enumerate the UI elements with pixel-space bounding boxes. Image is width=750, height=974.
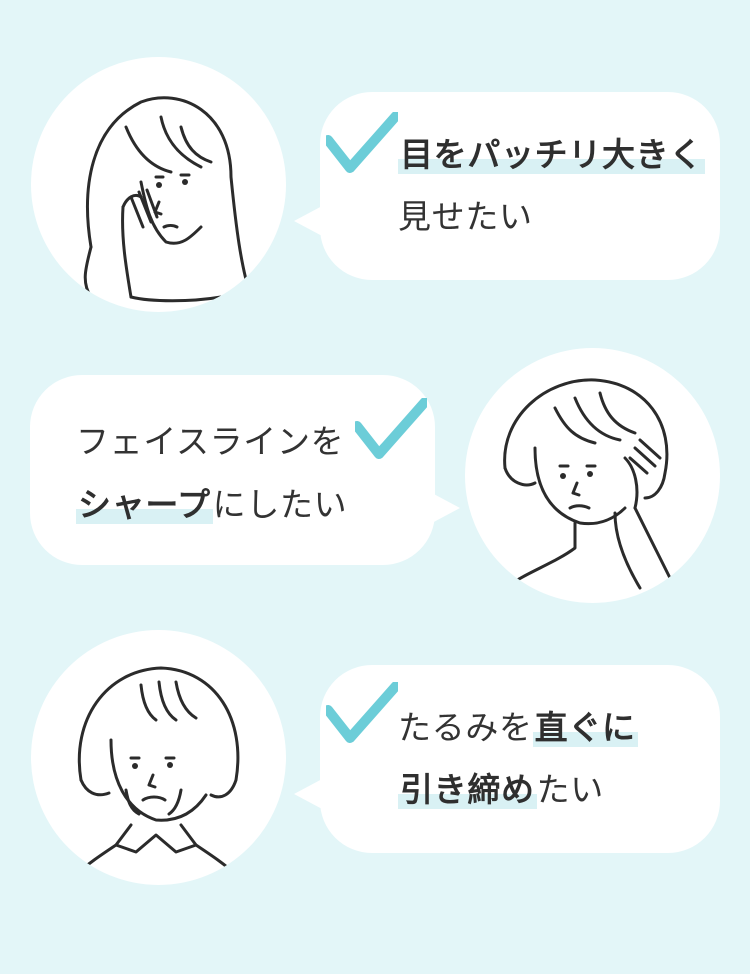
concern-text-highlight: シャープ xyxy=(76,485,213,524)
concern-text-line2: 見せたい xyxy=(398,197,533,237)
check-icon xyxy=(326,682,398,743)
avatar-circle xyxy=(31,57,286,312)
woman-touching-jaw-icon xyxy=(503,378,677,590)
concern-text-line1: フェイスラインを xyxy=(76,422,344,462)
concern-text-line2: シャープにしたい xyxy=(76,485,347,525)
concern-text-plain: フェイスラインを xyxy=(76,422,345,461)
check-icon xyxy=(326,112,398,173)
concern-text-line2: 引き締めたい xyxy=(398,770,604,810)
concern-item-eyes: 目をパッチリ大きく 見せたい xyxy=(0,0,750,320)
concern-text-plain: たい xyxy=(536,770,604,809)
speech-bubble xyxy=(30,375,435,565)
concern-item-sagging: たるみを直ぐに 引き締めたい xyxy=(0,620,750,974)
concern-text-plain: 見せたい xyxy=(398,197,533,236)
bubble-tail xyxy=(294,778,324,810)
concern-text-highlight: 引き締め xyxy=(398,770,537,809)
avatar-circle xyxy=(31,630,286,885)
concern-text-line1: たるみを直ぐに xyxy=(398,708,638,748)
check-icon xyxy=(355,398,427,459)
avatar-circle xyxy=(465,348,720,603)
bubble-tail xyxy=(294,205,324,237)
concern-text-plain: にしたい xyxy=(212,485,348,524)
bubble-tail xyxy=(430,492,460,524)
older-woman-icon xyxy=(74,666,240,877)
woman-touching-eye-icon xyxy=(83,96,253,303)
concern-text-highlight: 目をパッチリ大きく xyxy=(398,135,705,174)
concern-item-faceline: フェイスラインを シャープにしたい xyxy=(0,320,750,620)
concern-text-highlight: 直ぐに xyxy=(532,708,638,747)
concern-text-plain: たるみを xyxy=(398,708,533,747)
concern-text-line1: 目をパッチリ大きく xyxy=(398,135,705,175)
